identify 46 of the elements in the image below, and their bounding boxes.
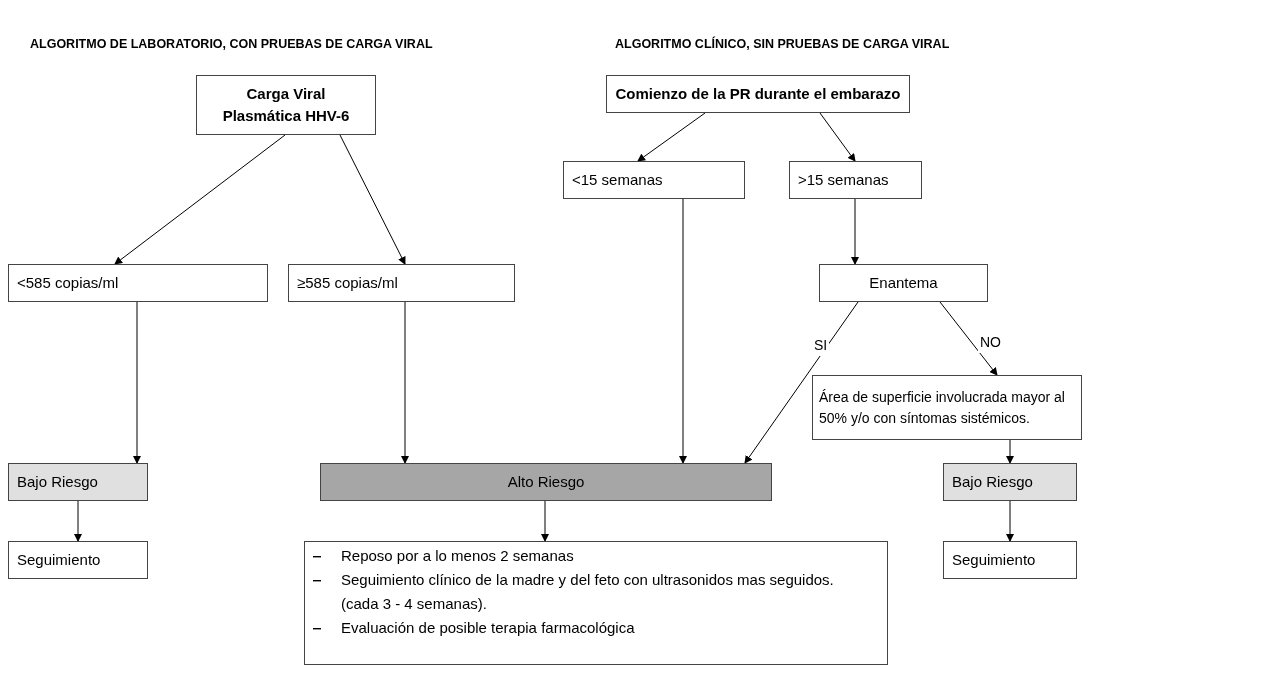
process-box <box>8 264 268 302</box>
node-text: Comienzo de la PR durante el embarazo <box>614 83 902 104</box>
node-text: Seguimiento <box>17 549 101 570</box>
arrow <box>744 301 859 464</box>
node-text: Alto Riesgo <box>506 471 586 492</box>
start-box <box>196 75 376 135</box>
arrow <box>819 112 856 162</box>
arrow <box>541 500 549 542</box>
arrow <box>114 134 286 265</box>
arrow <box>637 112 706 162</box>
node-text: Bajo Riesgo <box>952 471 1033 492</box>
arrow <box>133 301 141 464</box>
node-text: Enantema <box>868 272 939 293</box>
node-text: ≥585 copias/ml <box>297 272 398 293</box>
list-item: Evaluación de posible terapia farmacológica <box>341 618 636 638</box>
outcome-box <box>8 463 148 501</box>
node-text: >15 semanas <box>798 169 889 190</box>
arrow <box>1006 500 1014 542</box>
process-box <box>943 541 1077 579</box>
list-item: Reposo por a lo menos 2 semanas <box>341 546 575 566</box>
decision-box <box>819 264 988 302</box>
list-item: Seguimiento clínico de la madre y del feto con ultrasonidos mas seguidos. (cada 3 - 4 semanas). <box>341 570 835 614</box>
arrow <box>851 198 859 265</box>
process-box <box>8 541 148 579</box>
arrow <box>1006 439 1014 464</box>
process-box <box>789 161 922 199</box>
node-text: Carga Viral Plasmática HHV-6 <box>221 83 351 126</box>
outcome-box <box>943 463 1077 501</box>
node-text: Área de superficie involucrada mayor al 50% y/o con síntomas sistémicos. <box>819 387 1066 428</box>
process-box <box>563 161 745 199</box>
section-title: ALGORITMO DE LABORATORIO, CON PRUEBAS DE CARGA VIRAL <box>30 36 433 53</box>
arrow <box>401 301 409 464</box>
section-title: ALGORITMO CLÍNICO, SIN PRUEBAS DE CARGA VIRAL <box>615 35 950 53</box>
node-text: <15 semanas <box>572 169 663 190</box>
arrow <box>74 500 82 542</box>
arrow <box>939 301 998 376</box>
node-text: Bajo Riesgo <box>17 471 98 492</box>
start-box <box>606 75 910 113</box>
arrow <box>339 134 406 265</box>
process-box <box>288 264 515 302</box>
node-text: Seguimiento <box>952 549 1036 570</box>
arrow <box>679 198 687 464</box>
recommendations-box <box>304 541 888 665</box>
node-text: <585 copias/ml <box>17 272 119 293</box>
outcome-box <box>320 463 772 501</box>
criteria-box <box>812 375 1082 440</box>
